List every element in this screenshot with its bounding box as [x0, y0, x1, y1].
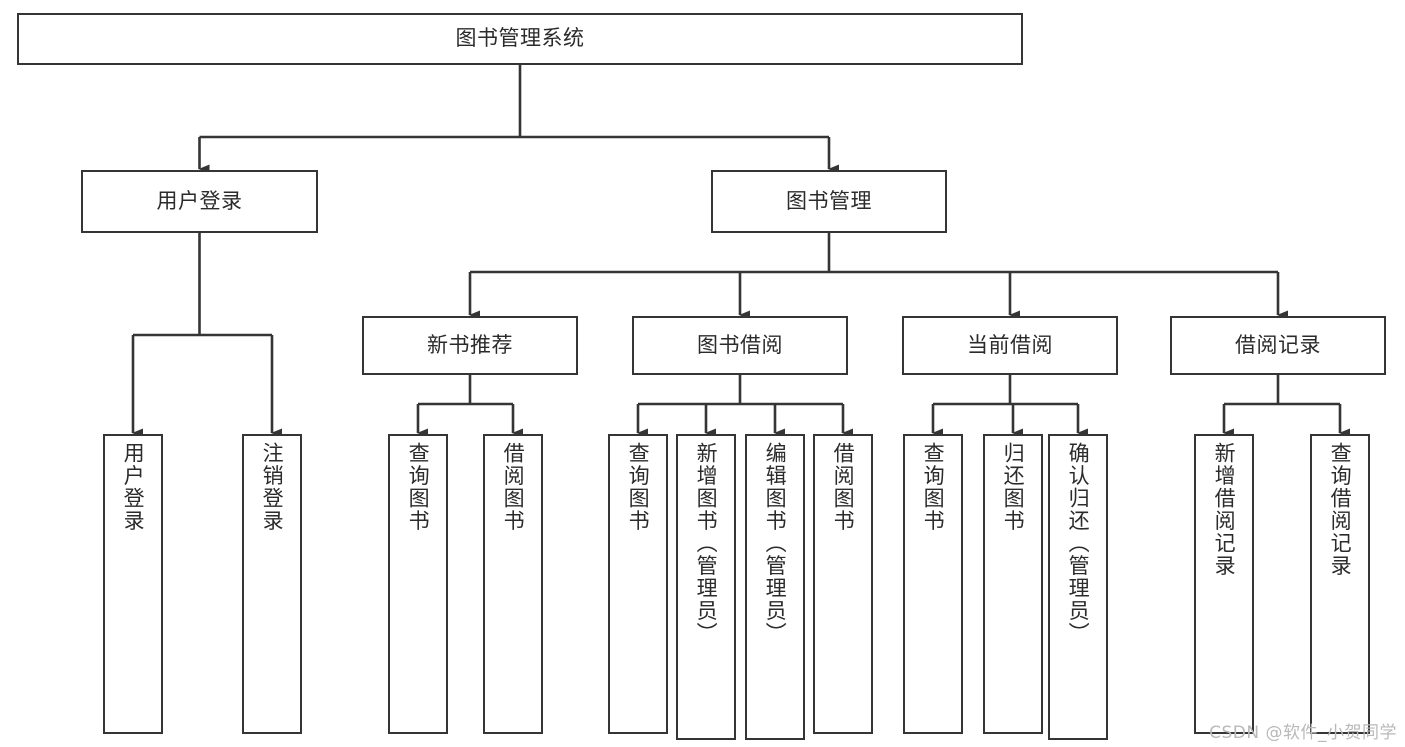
node-l_user_login[interactable]: 用户登录 [103, 434, 163, 734]
node-l_add_book[interactable]: 新增图书（管理员） [676, 434, 736, 740]
node-root[interactable]: 图书管理系统 [17, 13, 1023, 65]
node-label: 确认归还（管理员） [1066, 442, 1091, 645]
node-l_borrow_book2[interactable]: 借阅图书 [813, 434, 873, 734]
node-l_query_book1[interactable]: 查询图书 [388, 434, 448, 734]
node-label: 图书管理系统 [455, 26, 585, 51]
node-label: 查询图书 [626, 442, 651, 532]
node-l_query_book2[interactable]: 查询图书 [608, 434, 668, 734]
node-label: 归还图书 [1001, 442, 1026, 532]
node-label: 当前借阅 [967, 332, 1053, 357]
node-cur_borrow[interactable]: 当前借阅 [902, 316, 1118, 375]
node-label: 查询借阅记录 [1328, 442, 1353, 577]
node-l_add_log[interactable]: 新增借阅记录 [1194, 434, 1254, 734]
node-label: 新书推荐 [427, 332, 513, 357]
node-label: 查询图书 [921, 442, 946, 532]
node-user_login[interactable]: 用户登录 [81, 170, 318, 233]
node-book_borrow[interactable]: 图书借阅 [632, 316, 848, 375]
node-new_rec[interactable]: 新书推荐 [362, 316, 578, 375]
node-l_borrow_book1[interactable]: 借阅图书 [483, 434, 543, 734]
node-l_confirm_ret[interactable]: 确认归还（管理员） [1048, 434, 1108, 740]
node-label: 注销登录 [260, 442, 285, 532]
node-l_query_book3[interactable]: 查询图书 [903, 434, 963, 734]
watermark-label: CSDN @软件_小贺同学 [1209, 723, 1397, 743]
node-label: 用户登录 [156, 188, 243, 213]
node-borrow_log[interactable]: 借阅记录 [1170, 316, 1386, 375]
node-label: 借阅记录 [1235, 332, 1321, 357]
node-label: 用户登录 [121, 442, 146, 532]
node-l_logout[interactable]: 注销登录 [242, 434, 302, 734]
node-label: 新增借阅记录 [1212, 442, 1237, 577]
node-label: 新增图书（管理员） [694, 442, 719, 645]
node-label: 图书借阅 [697, 332, 783, 357]
edge-group [131, 65, 1350, 438]
node-l_query_log[interactable]: 查询借阅记录 [1310, 434, 1370, 734]
node-label: 查询图书 [406, 442, 431, 532]
node-label: 借阅图书 [831, 442, 856, 532]
node-book_mgmt[interactable]: 图书管理 [711, 170, 947, 233]
node-l_return_book[interactable]: 归还图书 [983, 434, 1043, 734]
node-label: 编辑图书（管理员） [763, 442, 788, 645]
node-label: 图书管理 [786, 188, 872, 213]
node-l_edit_book[interactable]: 编辑图书（管理员） [745, 434, 805, 740]
node-label: 借阅图书 [501, 442, 526, 532]
